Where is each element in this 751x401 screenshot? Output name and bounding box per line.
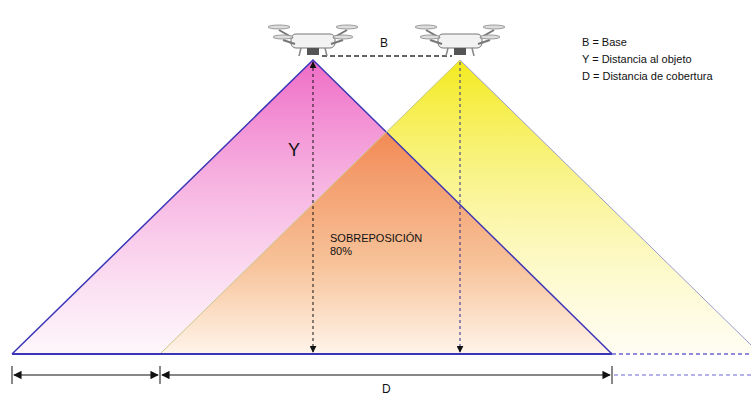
base-letter: B [380,36,388,50]
legend-note: D = Distancia de cobertura [582,70,713,83]
distance-letter: Y [288,140,300,162]
legend-note: B = Base [582,36,627,49]
overlap-label: SOBREPOSICIÓN 80% [330,232,422,258]
dimension-letter: D [382,382,391,396]
legend-note: Y = Distancia al objeto [582,53,692,66]
